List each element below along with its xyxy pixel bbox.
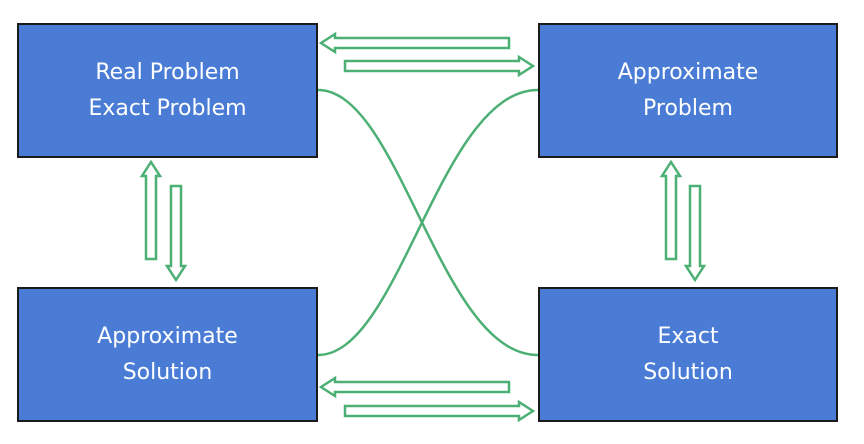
arrow-down-left: [164, 184, 188, 283]
arrow-up-right: [659, 159, 683, 261]
curve-bottom-left-to-top-right: [317, 88, 539, 357]
box-label-line1: Approximate: [617, 59, 759, 85]
arrow-right-bottom: [343, 399, 536, 423]
box-label-line1: Real Problem: [95, 59, 240, 85]
arrow-right-top: [343, 54, 536, 78]
box-real-exact-problem: Real Problem Exact Problem: [17, 23, 318, 158]
box-label-line2: Solution: [643, 359, 733, 385]
arrow-up-left: [139, 159, 163, 261]
box-label-line1: Exact: [657, 323, 719, 349]
arrow-down-right: [683, 184, 707, 283]
box-label-line2: Problem: [643, 95, 733, 121]
box-label-line1: Approximate: [97, 323, 238, 349]
box-exact-solution: Exact Solution: [538, 287, 838, 422]
curve-top-left-to-bottom-right: [317, 88, 539, 357]
box-approximate-problem: Approximate Problem: [538, 23, 838, 158]
arrow-left-top: [318, 31, 511, 55]
box-approximate-solution: Approximate Solution: [17, 287, 318, 422]
box-label-line2: Solution: [122, 359, 213, 385]
arrow-left-bottom: [318, 375, 511, 399]
box-label-line2: Exact Problem: [88, 95, 247, 121]
